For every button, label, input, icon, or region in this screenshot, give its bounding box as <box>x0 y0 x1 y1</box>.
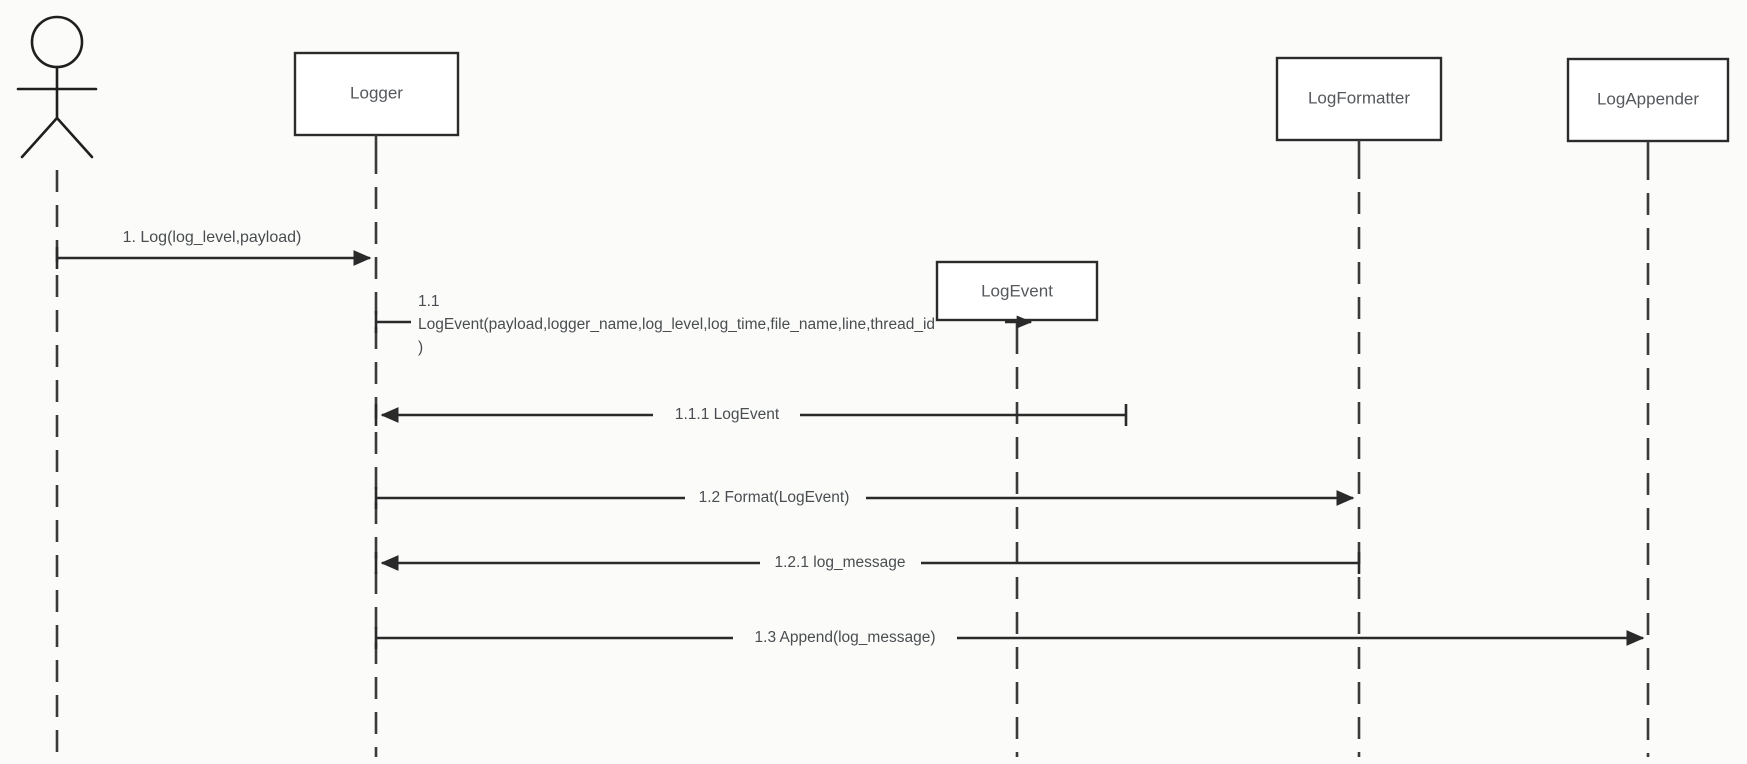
participant-box-logger[interactable]: Logger <box>293 51 460 137</box>
message-1-2-format[interactable]: 1.2 Format(LogEvent) <box>374 487 1355 509</box>
message-1-2-1-label: 1.2.1 log_message <box>775 554 906 571</box>
message-1-1-label-line3: ) <box>418 339 423 356</box>
message-1-1-create-logevent[interactable]: 1.1 LogEvent(payload,logger_name,log_lev… <box>374 293 1033 356</box>
participant-label-logger: Logger <box>350 83 403 102</box>
message-1-1-label-line2: LogEvent(payload,logger_name,log_level,l… <box>418 316 935 333</box>
message-1-3-label: 1.3 Append(log_message) <box>755 629 936 646</box>
actor-leg-right <box>55 116 94 159</box>
participant-box-logevent[interactable]: LogEvent <box>935 260 1099 322</box>
message-1-label: 1. Log(log_level,payload) <box>123 229 302 246</box>
actor-stick-figure[interactable] <box>16 15 98 159</box>
actor-head-icon <box>30 15 84 69</box>
message-1-3-append[interactable]: 1.3 Append(log_message) <box>374 627 1645 649</box>
message-1-1-1-return-logevent[interactable]: 1.1.1 LogEvent <box>374 404 1128 426</box>
participant-box-logformatter[interactable]: LogFormatter <box>1275 56 1443 142</box>
participant-box-logappender[interactable]: LogAppender <box>1566 57 1730 143</box>
message-1-2-1-return-log-message[interactable]: 1.2.1 log_message <box>374 552 1361 574</box>
message-1-log[interactable]: 1. Log(log_level,payload) <box>55 229 372 269</box>
message-1-1-1-label: 1.1.1 LogEvent <box>675 406 780 423</box>
message-1-1-label-line1: 1.1 <box>418 293 440 310</box>
participant-label-logformatter: LogFormatter <box>1308 88 1410 107</box>
message-1-2-label: 1.2 Format(LogEvent) <box>699 489 850 506</box>
participant-rect-logformatter <box>1275 56 1443 142</box>
participant-label-logappender: LogAppender <box>1597 89 1699 108</box>
actor-leg-left <box>20 116 59 159</box>
participant-label-logevent: LogEvent <box>981 281 1053 300</box>
participant-rect-logger <box>293 51 460 137</box>
participant-rect-logevent <box>935 260 1099 322</box>
